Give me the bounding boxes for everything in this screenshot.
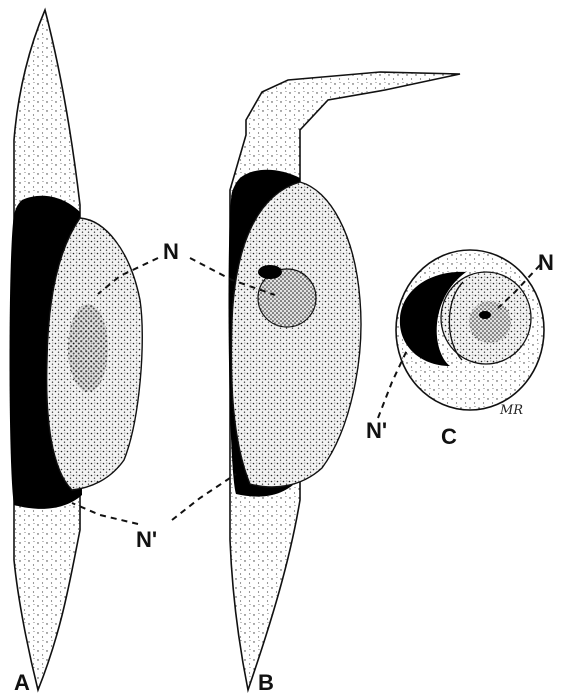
cell-b-nucleolus bbox=[258, 265, 282, 279]
label-nucleus-prime-c: N' bbox=[366, 418, 387, 443]
label-nucleus-prime: N' bbox=[136, 527, 157, 552]
panel-label-b: B bbox=[258, 670, 274, 695]
cell-a-chromatin bbox=[68, 304, 108, 392]
panel-label-c: C bbox=[441, 424, 457, 449]
panel-label-a: A bbox=[14, 670, 30, 695]
cell-c-nucleolus-region bbox=[469, 301, 511, 343]
cell-a: A bbox=[10, 10, 143, 695]
label-nucleus-c: N bbox=[538, 250, 554, 275]
leader-n1-to-b bbox=[172, 474, 236, 520]
label-nucleus: N bbox=[163, 239, 179, 264]
signature-mark: MR bbox=[499, 403, 523, 418]
cell-c-nucleolus bbox=[479, 311, 491, 319]
leader-n1-to-a bbox=[72, 503, 138, 524]
cell-c: C MR bbox=[396, 250, 544, 449]
cell-b-light-nucleus bbox=[231, 182, 361, 487]
